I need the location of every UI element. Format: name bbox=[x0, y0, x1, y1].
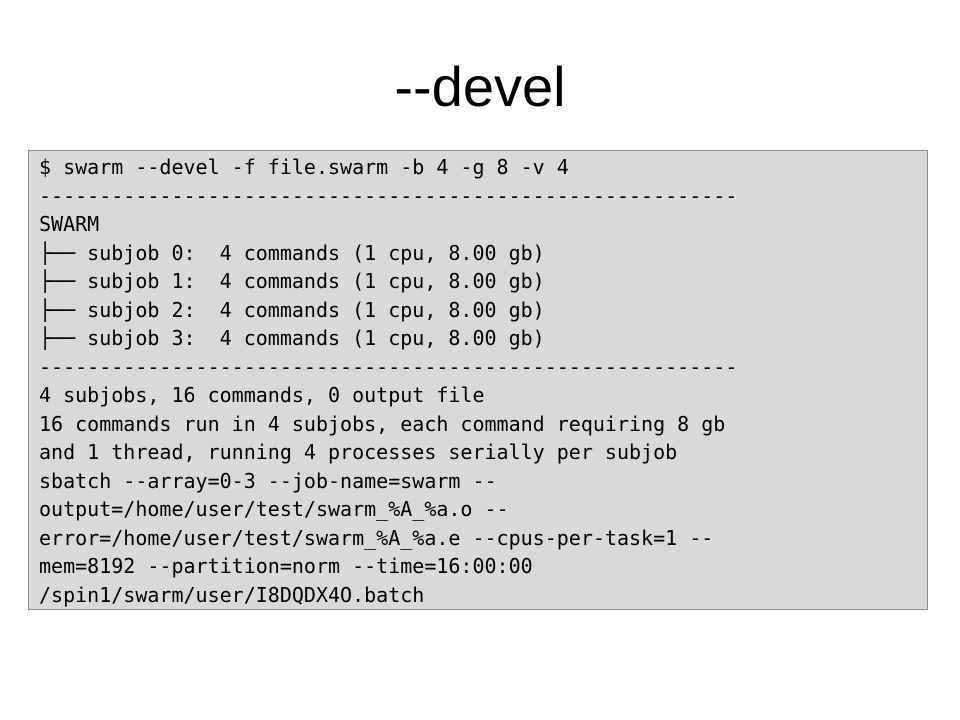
terminal-output: $ swarm --devel -f file.swarm -b 4 -g 8 … bbox=[28, 150, 928, 610]
output-line: ├── subjob 2: 4 commands (1 cpu, 8.00 gb… bbox=[39, 297, 545, 322]
output-line: 4 subjobs, 16 commands, 0 output file bbox=[39, 383, 485, 407]
slide-title: --devel bbox=[394, 55, 566, 118]
output-line: SWARM bbox=[39, 212, 100, 236]
separator-line: ----------------------------------------… bbox=[39, 354, 738, 379]
output-line: ├── subjob 0: 4 commands (1 cpu, 8.00 gb… bbox=[39, 240, 545, 265]
separator-line: ----------------------------------------… bbox=[39, 183, 738, 208]
output-line: error=/home/user/test/swarm_%A_%a.e --cp… bbox=[39, 525, 714, 550]
command-line: $ swarm --devel -f file.swarm -b 4 -g 8 … bbox=[39, 155, 569, 179]
output-line: ├── subjob 1: 4 commands (1 cpu, 8.00 gb… bbox=[39, 269, 545, 293]
output-line: /spin1/swarm/user/I8DQDX4O.batch bbox=[39, 582, 425, 607]
output-line: mem=8192 --partition=norm --time=16:00:0… bbox=[39, 554, 533, 578]
output-line: ├── subjob 3: 4 commands (1 cpu, 8.00 gb… bbox=[39, 326, 545, 350]
output-line: sbatch --array=0-3 --job-name=swarm -- bbox=[39, 468, 497, 493]
output-line: and 1 thread, running 4 processes serial… bbox=[39, 440, 678, 464]
output-line: 16 commands run in 4 subjobs, each comma… bbox=[39, 411, 726, 436]
output-line: output=/home/user/test/swarm_%A_%a.o -- bbox=[39, 497, 509, 521]
